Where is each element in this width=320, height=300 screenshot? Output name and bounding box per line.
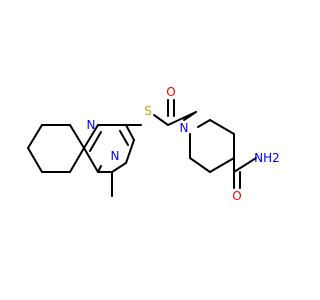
bond <box>125 124 135 141</box>
bond <box>153 114 169 126</box>
ketone-oxygen-label: O <box>166 85 175 99</box>
bond <box>111 162 127 173</box>
bond <box>189 157 211 173</box>
bond <box>27 147 43 173</box>
atom-labels: N N S O N O NH2 <box>87 85 280 203</box>
piperidine-nitrogen-label: N <box>180 121 189 135</box>
bond <box>233 157 257 173</box>
bond <box>83 147 99 173</box>
bond <box>209 119 235 135</box>
bond <box>183 111 197 121</box>
amine-label: NH2 <box>254 151 280 165</box>
bond <box>97 165 102 173</box>
bond <box>69 147 85 173</box>
amide-oxygen-label: O <box>232 189 241 203</box>
bond <box>83 124 99 149</box>
bond <box>197 119 211 128</box>
bonds <box>27 99 257 197</box>
sulfur-label: S <box>144 104 152 118</box>
bond <box>125 139 135 164</box>
molecule-structure: N N S O N O NH2 <box>27 85 280 203</box>
nitrogen-label-lower: N <box>111 149 120 163</box>
bond <box>119 130 129 146</box>
molecule-canvas: N N S O N O NH2 <box>27 85 280 203</box>
bond <box>89 131 102 152</box>
bond <box>209 157 235 173</box>
bond <box>69 124 85 149</box>
bond <box>27 124 43 149</box>
nitrogen-label-upper: N <box>87 118 96 132</box>
